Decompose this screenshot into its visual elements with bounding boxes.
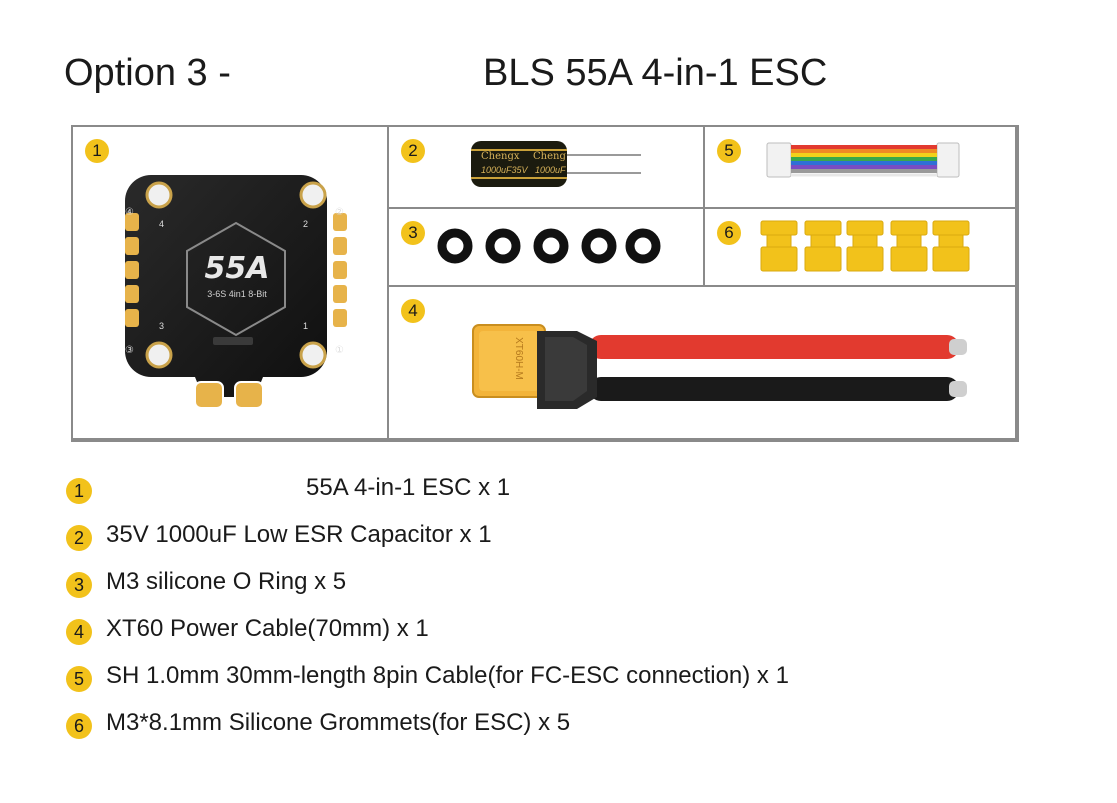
sh-cable-image <box>766 142 960 178</box>
item-text: M3*8.1mm Silicone Grommets(for ESC) x 5 <box>106 709 571 736</box>
capacitor-rating: 1000uF35V <box>481 165 528 175</box>
item-text: 35V 1000uF Low ESR Capacitor x 1 <box>106 521 492 548</box>
corner-label-4: ④ <box>125 207 134 218</box>
capacitor-image <box>471 141 641 187</box>
contents-grid: 1 <box>71 125 1019 442</box>
capacitor-rating-2: 1000uF <box>535 165 566 175</box>
cell-sh-cable: 5 <box>703 125 1019 209</box>
cell-number-badge: 2 <box>401 139 425 163</box>
minus-symbol: − <box>173 375 182 391</box>
item-text: 55A 4-in-1 ESC x 1 <box>306 474 511 501</box>
list-item: 2 35V 1000uF Low ESR Capacitor x 1 <box>66 519 1066 555</box>
xt60-cable-image <box>472 324 967 409</box>
cell-o-rings: 3 <box>387 207 705 287</box>
capacitor-brand-2: Cheng <box>533 151 566 162</box>
capacitor-brand: Chengx <box>481 151 520 162</box>
cell-capacitor: 2 Chengx Cheng 1000uF35V 1000uF <box>387 125 705 209</box>
corner-label-3: ③ <box>125 345 134 356</box>
list-item: 4 XT60 Power Cable(70mm) x 1 <box>66 613 1066 649</box>
item-number-badge: 2 <box>66 525 92 551</box>
esc-board-image <box>125 175 347 409</box>
cell-xt60-cable: 4 XT60H-M <box>387 285 1019 442</box>
motor-label-4: 4 <box>159 219 165 229</box>
esc-model-label: 55A <box>204 251 270 286</box>
item-text: M3 silicone O Ring x 5 <box>106 568 347 595</box>
xt60-label: XT60H-M <box>512 337 524 380</box>
motor-label-2: 2 <box>303 219 309 229</box>
motor-label-3: 3 <box>159 321 165 331</box>
page-title: BLS 55A 4-in-1 ESC <box>483 52 828 94</box>
motor-label-1: 1 <box>303 321 309 331</box>
list-item: 6 M3*8.1mm Silicone Grommets(for ESC) x … <box>66 707 1066 743</box>
page-title-prefix: Option 3 - <box>64 52 231 94</box>
item-number-badge: 1 <box>66 478 92 504</box>
item-text: SH 1.0mm 30mm-length 8pin Cable(for FC-E… <box>106 662 789 689</box>
item-number-badge: 5 <box>66 666 92 692</box>
item-text: XT60 Power Cable(70mm) x 1 <box>106 615 429 642</box>
corner-label-1: ① <box>335 345 344 356</box>
item-number-badge: 3 <box>66 572 92 598</box>
cell-number-badge: 1 <box>85 139 109 163</box>
list-item: 1 55A 4-in-1 ESC x 1 <box>66 472 1066 508</box>
grommets-image <box>760 220 970 272</box>
list-item: 3 M3 silicone O Ring x 5 <box>66 566 1066 602</box>
cell-number-badge: 5 <box>717 139 741 163</box>
cell-number-badge: 6 <box>717 221 741 245</box>
item-number-badge: 4 <box>66 619 92 645</box>
cell-number-badge: 3 <box>401 221 425 245</box>
list-item: 5 SH 1.0mm 30mm-length 8pin Cable(for FC… <box>66 660 1066 696</box>
plus-symbol: + <box>281 375 290 391</box>
item-number-badge: 6 <box>66 713 92 739</box>
corner-label-2: ② <box>335 207 344 218</box>
cell-grommets: 6 <box>703 207 1019 287</box>
cell-esc-board: 1 <box>71 125 389 442</box>
o-rings-image <box>437 228 661 264</box>
cell-number-badge: 4 <box>401 299 425 323</box>
esc-spec-label: 3-6S 4in1 8-Bit <box>207 289 267 299</box>
